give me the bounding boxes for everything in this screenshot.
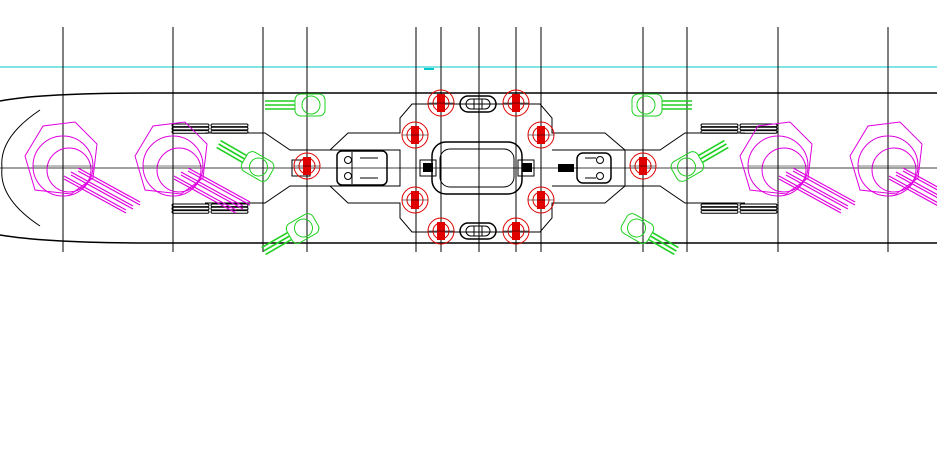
bridge-director-aft (576, 152, 612, 184)
fwd-deckhouse (330, 149, 401, 187)
boat-icon (739, 123, 778, 134)
aft-deckhouse (552, 149, 626, 187)
aa-gun-icon (629, 152, 657, 180)
secondary-turret-icon (631, 93, 692, 117)
aa-gun-icon (427, 89, 455, 117)
secondary-turret-icon (670, 139, 729, 182)
secondary-turret-icon (216, 139, 275, 182)
aa-gun-icon (502, 217, 530, 245)
aa-gun-icon (401, 186, 429, 214)
aa-mounts (293, 89, 657, 245)
superstructure (205, 103, 745, 233)
secondary-turret-icon (261, 213, 320, 256)
main-turret-icon (24, 121, 141, 214)
boat-icon (171, 123, 210, 134)
boat-icon (210, 123, 249, 134)
main-turret-icon (134, 121, 251, 214)
hull-edge-bottom (0, 234, 937, 244)
bridge-director-fwd (336, 150, 388, 186)
aa-gun-icon (293, 152, 321, 180)
boat-icon (459, 95, 497, 240)
boat-icon (700, 123, 739, 134)
aa-gun-icon (527, 186, 555, 214)
boat-icon (700, 203, 739, 214)
aa-gun-icon (527, 121, 555, 149)
aa-gun-icon (401, 121, 429, 149)
aa-gun-icon (502, 89, 530, 117)
main-turret-icon (739, 121, 856, 214)
superstructure-top-edge (205, 103, 745, 151)
hull-edge-top (0, 92, 937, 102)
aa-gun-icon (427, 217, 455, 245)
main-turret-icon (849, 121, 937, 207)
boat-icon (739, 203, 778, 214)
boat-icon (171, 203, 210, 214)
hatch-fwd (419, 159, 437, 177)
ships-boats (171, 123, 778, 214)
hatch-aft (517, 159, 535, 177)
secondary-turret-icon (265, 93, 326, 117)
superstructure-bottom-edge (205, 185, 745, 233)
station-lines (62, 27, 889, 252)
secondary-turrets (216, 93, 729, 256)
secondary-turret-icon (620, 213, 679, 256)
main-turrets (24, 121, 937, 214)
